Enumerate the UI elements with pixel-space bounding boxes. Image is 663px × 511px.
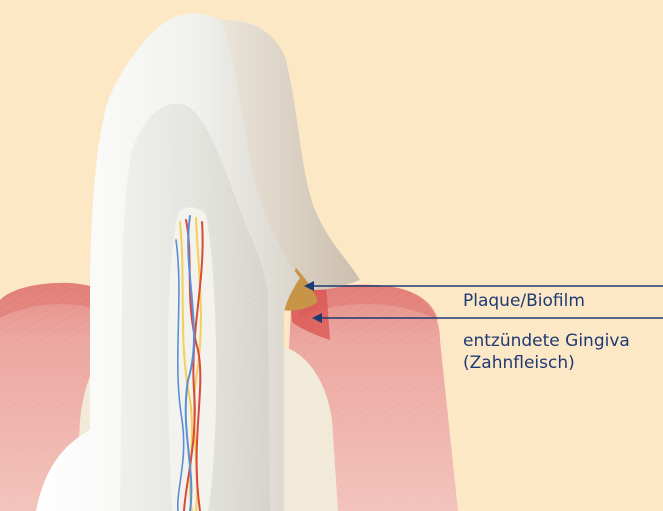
gingiva-sub-label: (Zahnfleisch) <box>463 352 575 374</box>
plaque-label: Plaque/Biofilm <box>463 290 585 312</box>
gingiva-label: entzündete Gingiva <box>463 330 630 352</box>
